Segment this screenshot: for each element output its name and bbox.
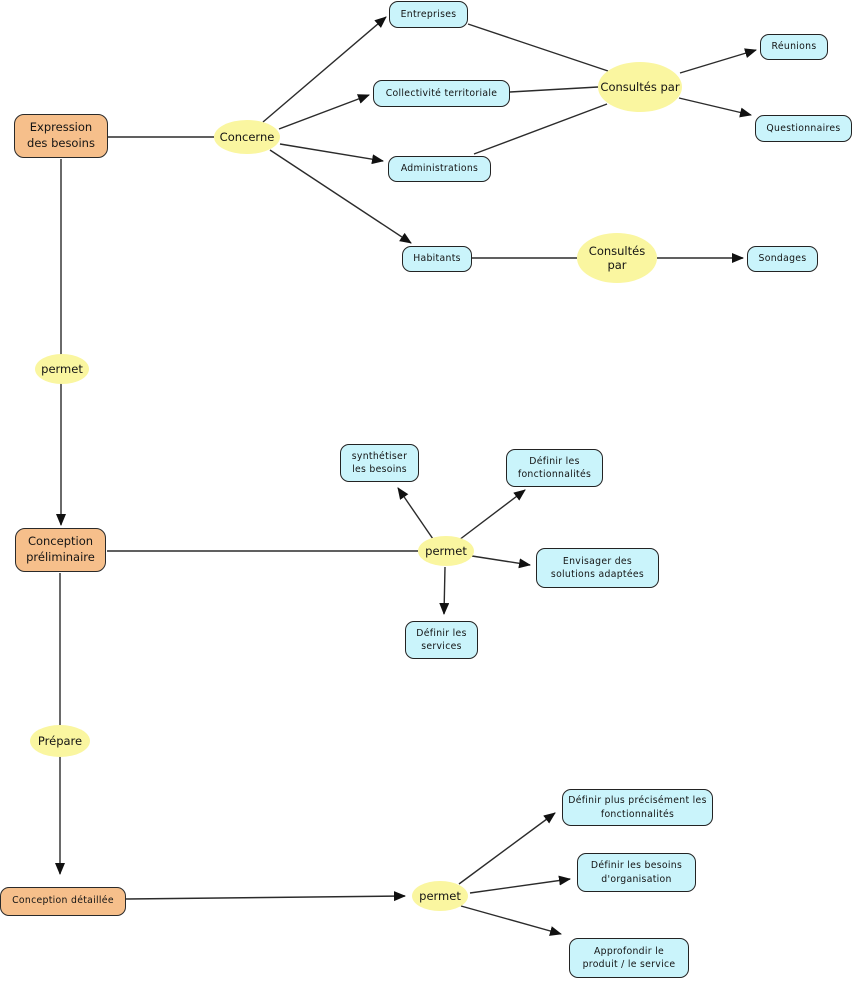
- edge-consultes1-questionnaires: [678, 97, 752, 118]
- stage-conception-preliminaire[interactable]: Conception préliminaire: [15, 528, 106, 572]
- edge-permet3-precisement: [458, 812, 556, 885]
- concept-sondages[interactable]: Sondages: [747, 246, 818, 272]
- edge-concerne-habitants: [269, 149, 412, 244]
- edge-permet2-fonctionnalites: [458, 489, 526, 541]
- concept-synthetiser-les-besoins[interactable]: synthétiser les besoins: [340, 444, 419, 482]
- edge-entreprises-consultes1: [467, 23, 609, 72]
- edge-collectivite-consultes1: [509, 86, 599, 93]
- linking-phrase-permet-3[interactable]: permet: [412, 881, 468, 911]
- linking-phrase-prepare[interactable]: Prépare: [30, 725, 90, 757]
- concept-collectivite-territoriale[interactable]: Collectivité territoriale: [373, 80, 510, 107]
- linking-phrase-permet-1[interactable]: permet: [35, 354, 89, 384]
- linking-phrase-permet-2[interactable]: permet: [418, 536, 474, 566]
- edge-concerne-entreprises: [262, 16, 387, 123]
- edge-permet3-approfondir: [460, 905, 562, 936]
- edge-consultes1-reunions: [679, 48, 757, 74]
- linking-phrase-consultes-par-2[interactable]: Consultés par: [577, 233, 657, 283]
- edge-concerne-collectivite: [278, 94, 370, 130]
- concept-definir-besoins-organisation[interactable]: Définir les besoins d'organisation: [577, 853, 696, 892]
- concept-entreprises[interactable]: Entreprises: [389, 1, 468, 28]
- concept-habitants[interactable]: Habitants: [402, 246, 472, 272]
- concept-administrations[interactable]: Administrations: [388, 156, 491, 182]
- concept-reunions[interactable]: Réunions: [760, 34, 828, 60]
- concept-definir-les-services[interactable]: Définir les services: [405, 621, 478, 659]
- edge-permet2-synthetiser: [397, 487, 434, 540]
- concept-approfondir-produit-service[interactable]: Approfondir le produit / le service: [569, 938, 689, 978]
- edge-permet3-organisation: [469, 875, 571, 894]
- edge-conception-detaillee-permet3: [125, 891, 406, 902]
- stage-conception-detaillee[interactable]: Conception détaillée: [0, 887, 126, 916]
- stage-expression-des-besoins[interactable]: Expression des besoins: [14, 114, 108, 158]
- edge-concerne-administrations: [279, 143, 384, 165]
- edge-permet2-envisager: [471, 555, 531, 569]
- concept-definir-plus-precisement-fonctionnalites[interactable]: Définir plus précisément les fonctionnal…: [562, 789, 713, 826]
- concept-envisager-solutions-adaptees[interactable]: Envisager des solutions adaptées: [536, 548, 659, 588]
- linking-phrase-consultes-par-1[interactable]: Consultés par: [598, 62, 682, 112]
- concept-definir-les-fonctionnalites[interactable]: Définir les fonctionnalités: [506, 449, 603, 487]
- edge-permet2-services: [439, 566, 450, 615]
- concept-questionnaires[interactable]: Questionnaires: [755, 115, 852, 142]
- linking-phrase-concerne[interactable]: Concerne: [214, 120, 280, 154]
- edge-administrations-consultes1: [473, 103, 608, 155]
